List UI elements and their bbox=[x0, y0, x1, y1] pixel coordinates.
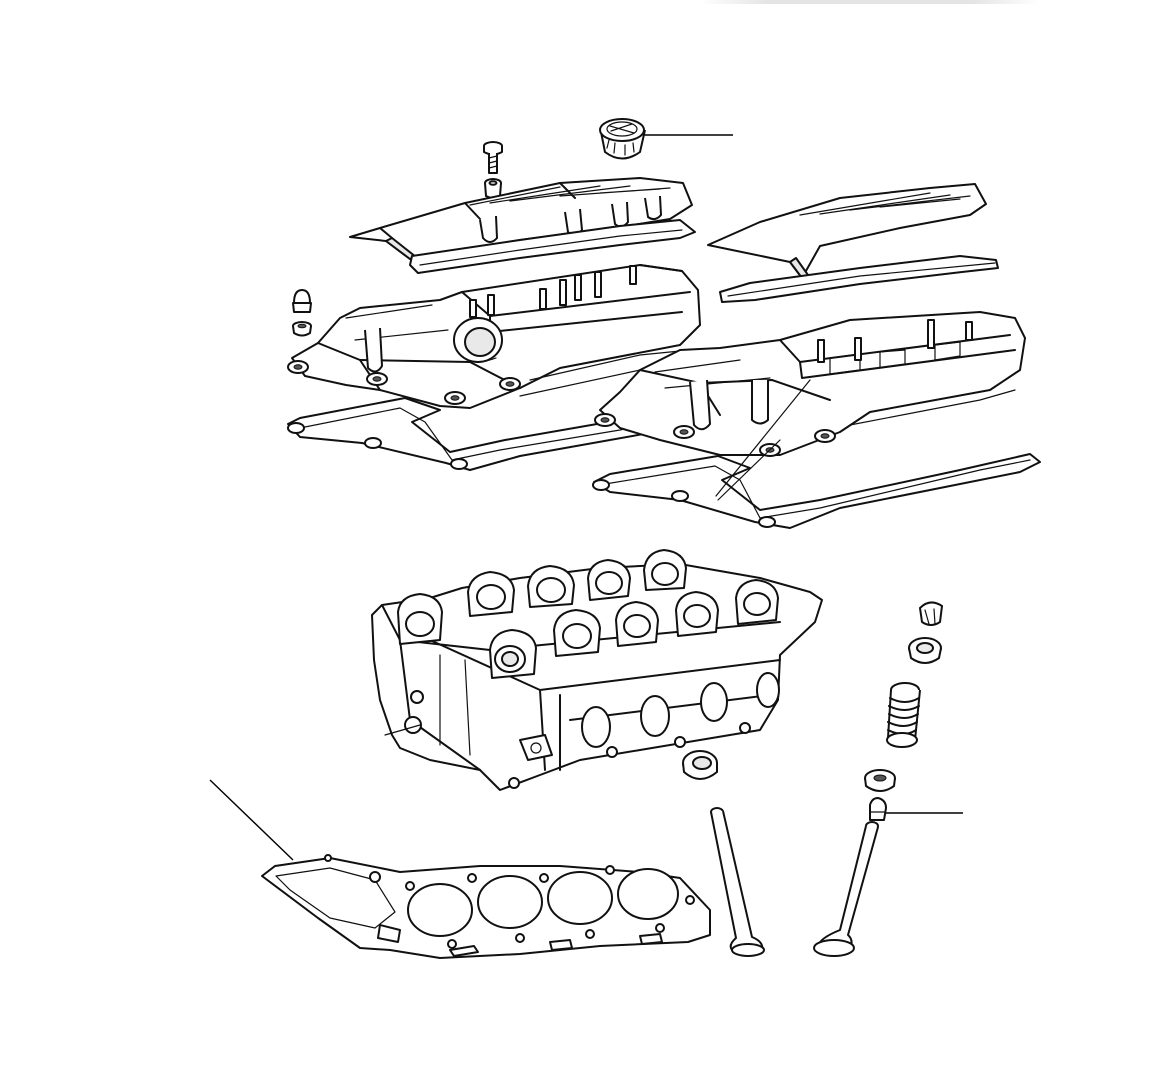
cover-studs-right bbox=[817, 319, 973, 363]
cover-bolt bbox=[483, 141, 503, 174]
engine-cover-left bbox=[349, 177, 693, 260]
head-gasket bbox=[261, 854, 711, 959]
camshaft-seal bbox=[682, 750, 718, 780]
spring-cap bbox=[908, 637, 942, 664]
spring-seat bbox=[864, 769, 896, 792]
cover-studs-left bbox=[469, 265, 637, 318]
camshaft-cover-gasket-right bbox=[592, 379, 1041, 529]
inlet-valve bbox=[710, 807, 765, 957]
valve-collets bbox=[919, 601, 943, 626]
cap-nut bbox=[292, 289, 312, 337]
exhaust-valve bbox=[813, 821, 879, 957]
leader-lines bbox=[209, 134, 963, 861]
scan-edge-strip bbox=[700, 0, 1040, 4]
camshaft-cover-left bbox=[287, 264, 701, 409]
cylinder-head bbox=[371, 549, 823, 791]
leader-head-gasket bbox=[209, 779, 294, 861]
valve-stem-seal bbox=[869, 797, 887, 821]
valve-spring bbox=[886, 682, 921, 748]
camshaft-cover-right bbox=[594, 311, 1026, 457]
oil-filler-cap bbox=[599, 118, 646, 160]
engine-cover-right bbox=[707, 183, 999, 303]
cover-seal bbox=[409, 219, 696, 274]
